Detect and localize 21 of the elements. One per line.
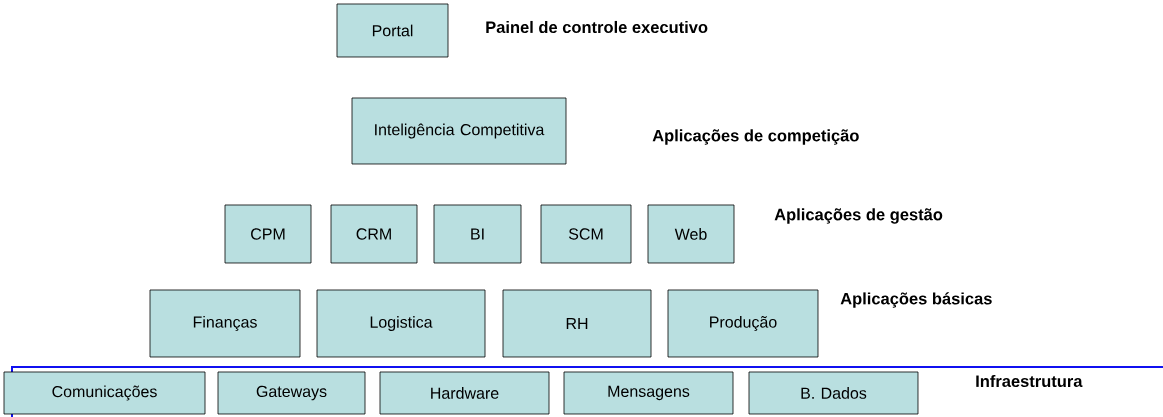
layer-label: Painel de controle executivo [486,20,708,34]
layer-box: B. Dados [748,371,919,415]
layer-box: Web [647,204,735,264]
layer-box: BI [433,204,522,264]
layer-box: CPM [224,204,312,264]
layer-box: CRM [330,204,418,264]
layer-label: Aplicações básicas [840,292,992,308]
layer-box: Inteligência Competitiva [351,97,567,165]
layer-box: Portal [336,3,449,58]
layer-label: Aplicações de competição [652,129,859,145]
layer-box: Produção [667,289,819,358]
layer-box: SCM [540,204,632,264]
layer-label: Infraestrutura [976,374,1083,388]
layer-box: RH [502,289,652,358]
layer-box: Logistica [316,289,486,358]
layer-box: Gateways [217,371,366,415]
layer-box: Hardware [379,371,550,415]
layer-label: Aplicações de gestão [774,208,943,224]
layer-box: Comunicações [3,371,206,415]
layer-box: Finanças [149,289,301,358]
layer-box: Mensagens [563,371,734,415]
